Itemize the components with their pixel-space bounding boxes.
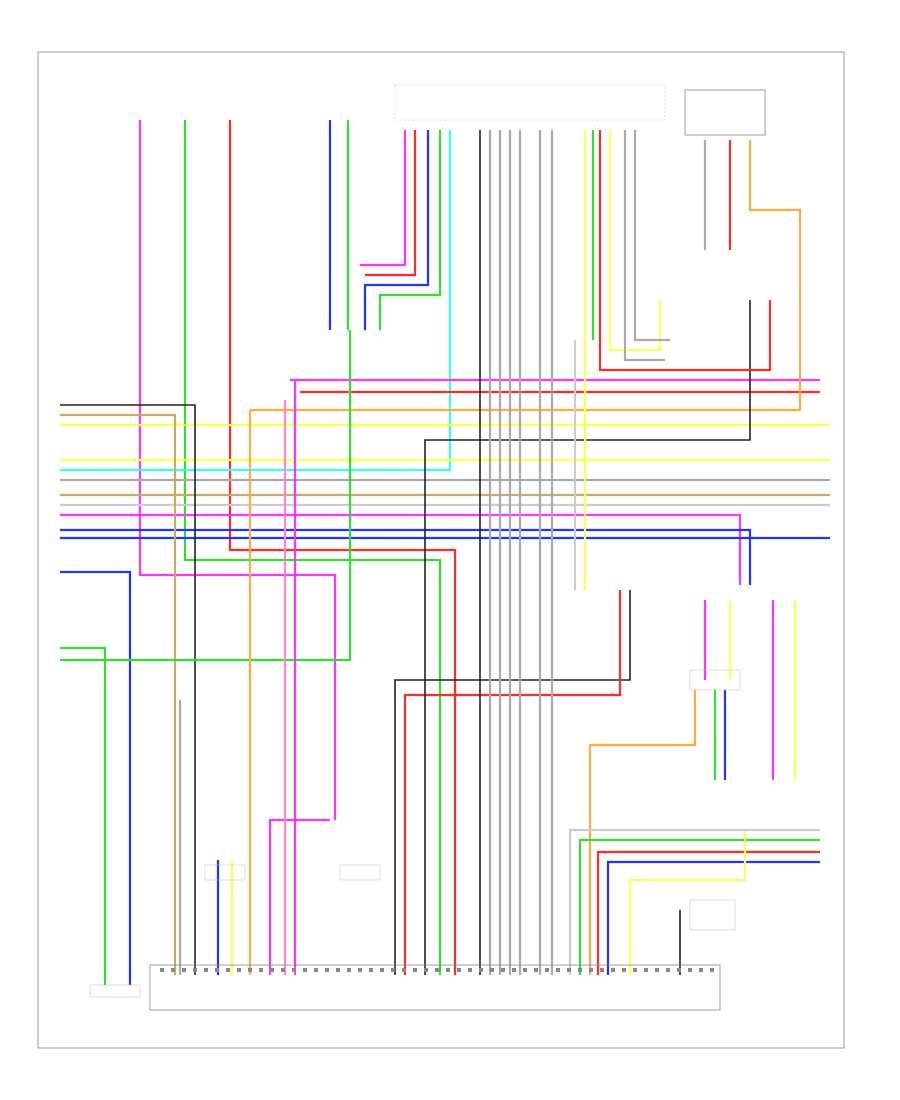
- wire-gray-41: [623, 130, 665, 362]
- top-center-connector: [394, 84, 666, 121]
- wire-green-25: [60, 330, 352, 662]
- connector-pin: [468, 968, 472, 972]
- connector-pin: [688, 968, 692, 972]
- connector-pin: [457, 968, 461, 972]
- connector-pin: [435, 968, 439, 972]
- wire-green-8: [378, 130, 442, 330]
- connector-pin: [600, 968, 604, 972]
- connector-pin: [589, 968, 593, 972]
- wire-gray-42: [633, 130, 670, 342]
- connector-pin: [710, 968, 714, 972]
- top-right-module: [684, 89, 766, 136]
- connector-pin: [655, 968, 659, 972]
- wire-red-27: [403, 590, 622, 975]
- connector-pin: [567, 968, 571, 972]
- connector-pin: [622, 968, 626, 972]
- wire-cyan-9: [60, 130, 452, 472]
- connector-pin: [380, 968, 384, 972]
- connector-pin: [446, 968, 450, 972]
- bottom-connector-block: [149, 964, 721, 1011]
- connector-pin: [336, 968, 340, 972]
- connector-pin: [523, 968, 527, 972]
- mid-center-connector: [339, 864, 381, 881]
- connector-pin: [644, 968, 648, 972]
- wire-black-21: [60, 404, 196, 975]
- connector-pin: [611, 968, 615, 972]
- connector-pin: [358, 968, 362, 972]
- diagram-frame: [37, 51, 845, 1049]
- connector-pin: [281, 968, 285, 972]
- right-bottom-ground: [689, 899, 736, 931]
- connector-pin: [633, 968, 637, 972]
- connector-pin: [160, 968, 164, 972]
- wire-magenta-49: [268, 818, 330, 975]
- wire-yellow-47: [628, 830, 747, 975]
- connector-pin: [347, 968, 351, 972]
- connector-pin: [402, 968, 406, 972]
- connector-pin: [490, 968, 494, 972]
- wire-orange-12: [250, 140, 802, 412]
- wire-light-gray-48: [568, 828, 820, 975]
- wire-red-45: [596, 850, 820, 975]
- connector-pin: [413, 968, 417, 972]
- wire-yellow-40: [608, 130, 662, 352]
- connector-pin: [391, 968, 395, 972]
- component-layer: [89, 84, 766, 1011]
- connector-pin: [303, 968, 307, 972]
- connector-pin: [512, 968, 516, 972]
- connector-pin: [677, 968, 681, 972]
- connector-pin: [699, 968, 703, 972]
- wire-magenta-0: [138, 120, 337, 820]
- connector-pin: [424, 968, 428, 972]
- wire-black-26: [394, 590, 631, 975]
- connector-pin: [369, 968, 373, 972]
- connector-pin: [204, 968, 208, 972]
- wire-black-28: [424, 300, 751, 975]
- right-mid-connector: [689, 669, 741, 691]
- wire-green-44: [578, 838, 820, 975]
- connector-pin: [501, 968, 505, 972]
- connector-pin: [479, 968, 483, 972]
- wire-red-2: [228, 120, 457, 975]
- wire-red-29: [598, 130, 772, 372]
- wire-red-6: [365, 130, 417, 277]
- wire-blue-46: [606, 860, 820, 975]
- connector-pin: [259, 968, 263, 972]
- connector-pin: [171, 968, 175, 972]
- wire-magenta-5: [360, 130, 407, 267]
- wire-layer: [60, 120, 830, 985]
- wire-tan-22: [60, 413, 177, 975]
- connector-pin: [545, 968, 549, 972]
- connector-pin: [182, 968, 186, 972]
- wire-blue-23: [60, 570, 132, 985]
- wire-blue-7: [363, 130, 430, 330]
- connector-pin: [226, 968, 230, 972]
- connector-pin: [237, 968, 241, 972]
- connector-pin: [248, 968, 252, 972]
- wire-green-1: [183, 120, 442, 975]
- wire-magenta-18: [60, 513, 742, 585]
- connector-pin: [578, 968, 582, 972]
- connector-pin: [666, 968, 670, 972]
- wire-blue-19: [60, 528, 752, 585]
- connector-pin: [215, 968, 219, 972]
- mid-left-connector: [204, 864, 246, 881]
- connector-pin: [270, 968, 274, 972]
- wire-green-24: [60, 646, 107, 985]
- wire-orange-43: [588, 690, 697, 975]
- connector-pin: [292, 968, 296, 972]
- connector-pin: [193, 968, 197, 972]
- connector-pin: [314, 968, 318, 972]
- connector-pin: [325, 968, 329, 972]
- connector-pin: [556, 968, 560, 972]
- connector-pin: [534, 968, 538, 972]
- left-bottom-sensor: [89, 984, 141, 998]
